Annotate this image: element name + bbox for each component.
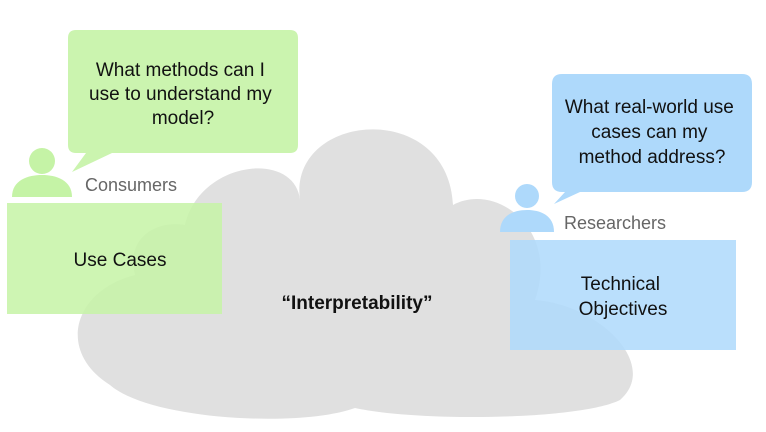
- interpretability-cloud: [77, 129, 633, 419]
- researcher-bubble-shape: [552, 74, 752, 204]
- use-cases-box: [7, 203, 222, 314]
- technical-objectives-box: [510, 240, 736, 350]
- researcher-person-icon: [500, 184, 554, 232]
- technical-objectives-line-2: Objectives: [579, 299, 668, 320]
- cloud-label: “Interpretability”: [282, 293, 433, 314]
- consumers-group: Use Cases Consumers What methods can I u…: [7, 30, 298, 314]
- consumer-question-bubble: What methods can I use to understand my …: [68, 30, 298, 172]
- use-cases-label: Use Cases: [74, 250, 167, 271]
- consumers-role-label: Consumers: [85, 175, 177, 195]
- researcher-question-bubble: What real-world use cases can my method …: [552, 74, 752, 204]
- researcher-question-line-2: cases can my: [591, 122, 708, 143]
- svg-text:What methods can I use: What methods can I use to understand my …: [89, 60, 277, 129]
- researcher-question-line-1: What real-world use: [565, 97, 734, 118]
- researcher-question-line-3: method address?: [579, 147, 726, 168]
- researchers-group: Technical Objectives Researchers What re…: [500, 74, 752, 350]
- consumer-bubble-shape: [68, 30, 298, 172]
- consumer-person-icon: [12, 148, 72, 197]
- consumer-question-line-1: What methods can I: [96, 60, 265, 81]
- cloud-shape: [77, 129, 633, 419]
- consumer-question-line-2: use to understand my: [89, 84, 272, 105]
- svg-text:What real-world use ca: What real-world use cases can my method …: [565, 97, 739, 168]
- technical-objectives-line-1: Technical: [581, 274, 660, 295]
- researchers-role-label: Researchers: [564, 213, 666, 233]
- consumer-question-line-3: model?: [152, 108, 214, 129]
- svg-text:Technical Objectives: Technical Objectives: [579, 274, 668, 320]
